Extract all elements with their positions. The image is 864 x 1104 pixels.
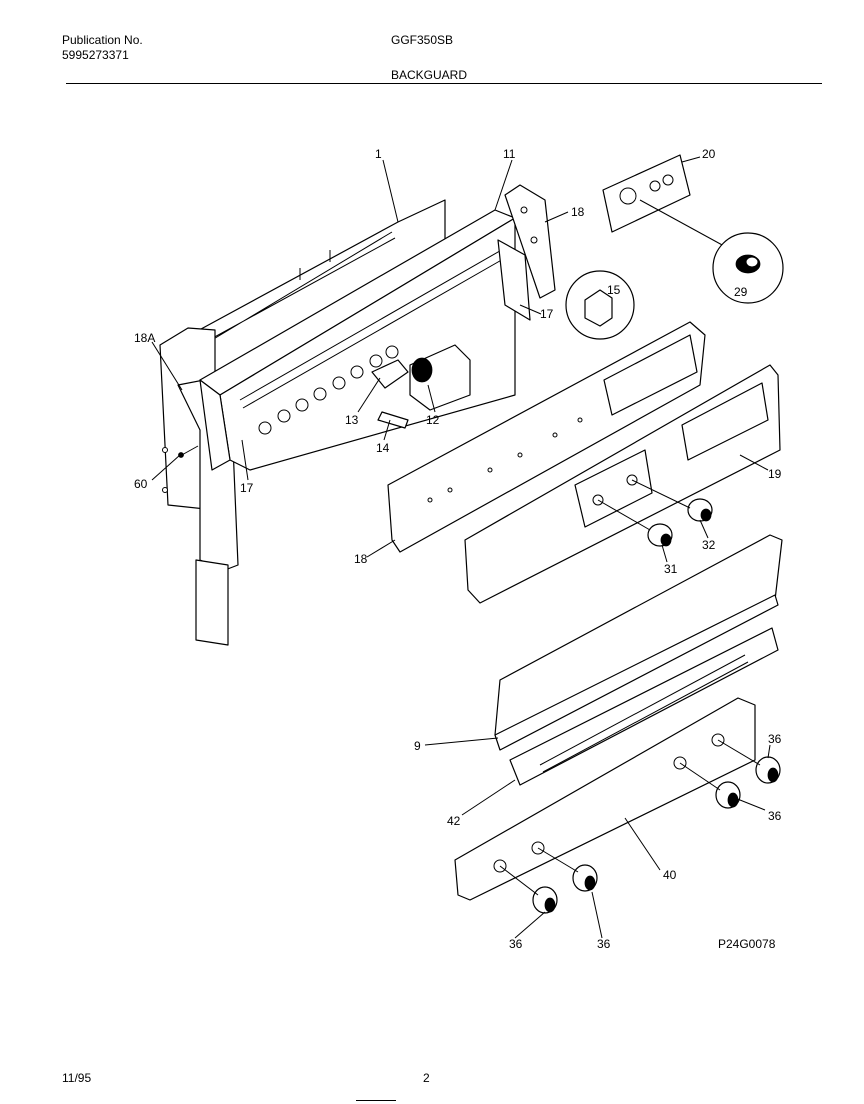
- part-upper-trim: [494, 534, 783, 751]
- callout-15: 15: [607, 283, 621, 297]
- callout-40: 40: [663, 868, 677, 882]
- part-small-bracket: [371, 359, 409, 389]
- part-timer: [602, 154, 691, 233]
- callout-13: 13: [345, 413, 359, 427]
- callout-32: 32: [702, 538, 716, 552]
- callout-36-d: 36: [597, 937, 611, 951]
- part-knob-32: [687, 498, 713, 522]
- callout-11: 11: [503, 147, 516, 161]
- part-igniter: [377, 411, 409, 429]
- callout-18A: 18A: [134, 331, 155, 345]
- callout-36-c: 36: [509, 937, 523, 951]
- callout-60: 60: [134, 477, 148, 491]
- part-right-bracket: [497, 184, 556, 321]
- callout-31: 31: [664, 562, 678, 576]
- part-knob-36-b: [715, 781, 741, 809]
- callout-18-panel: 18: [354, 552, 368, 566]
- part-switch: [409, 344, 471, 411]
- callout-14: 14: [376, 441, 390, 455]
- callout-9: 9: [414, 739, 421, 753]
- callout-1: 1: [375, 147, 382, 161]
- callout-42: 42: [447, 814, 461, 828]
- part-knob-36-a: [755, 756, 781, 784]
- footer-date: 11/95: [62, 1071, 92, 1085]
- part-display-overlay: [464, 364, 781, 604]
- part-backguard-frame: [199, 209, 516, 471]
- callout-36-b: 36: [768, 809, 782, 823]
- header-rule: [66, 83, 822, 84]
- part-knob-36-c: [532, 886, 558, 914]
- part-timer-knob: [712, 232, 784, 304]
- footer-rule: [356, 1100, 396, 1101]
- section-title: BACKGUARD: [391, 68, 468, 82]
- part-clip: [565, 270, 635, 340]
- callout-17-left: 17: [240, 481, 254, 495]
- callout-17-right: 17: [540, 307, 554, 321]
- page-number: 2: [423, 1071, 430, 1085]
- publication-label: Publication No.: [62, 33, 143, 47]
- model-number: GGF350SB: [391, 33, 454, 47]
- callout-19: 19: [768, 467, 782, 481]
- callout-36-a: 36: [768, 732, 782, 746]
- callout-leaders: [151, 156, 771, 939]
- callout-20: 20: [702, 147, 716, 161]
- drawing-code: P24G0078: [718, 937, 776, 951]
- callout-12: 12: [426, 413, 440, 427]
- part-vent-strip: [509, 627, 779, 786]
- part-knob-31: [647, 523, 673, 547]
- part-knob-36-d: [572, 864, 598, 892]
- part-screw: [178, 445, 199, 458]
- callout-18-top: 18: [571, 205, 585, 219]
- callout-29: 29: [734, 285, 748, 299]
- part-control-plate: [387, 321, 706, 553]
- publication-number: 5995273371: [62, 48, 129, 62]
